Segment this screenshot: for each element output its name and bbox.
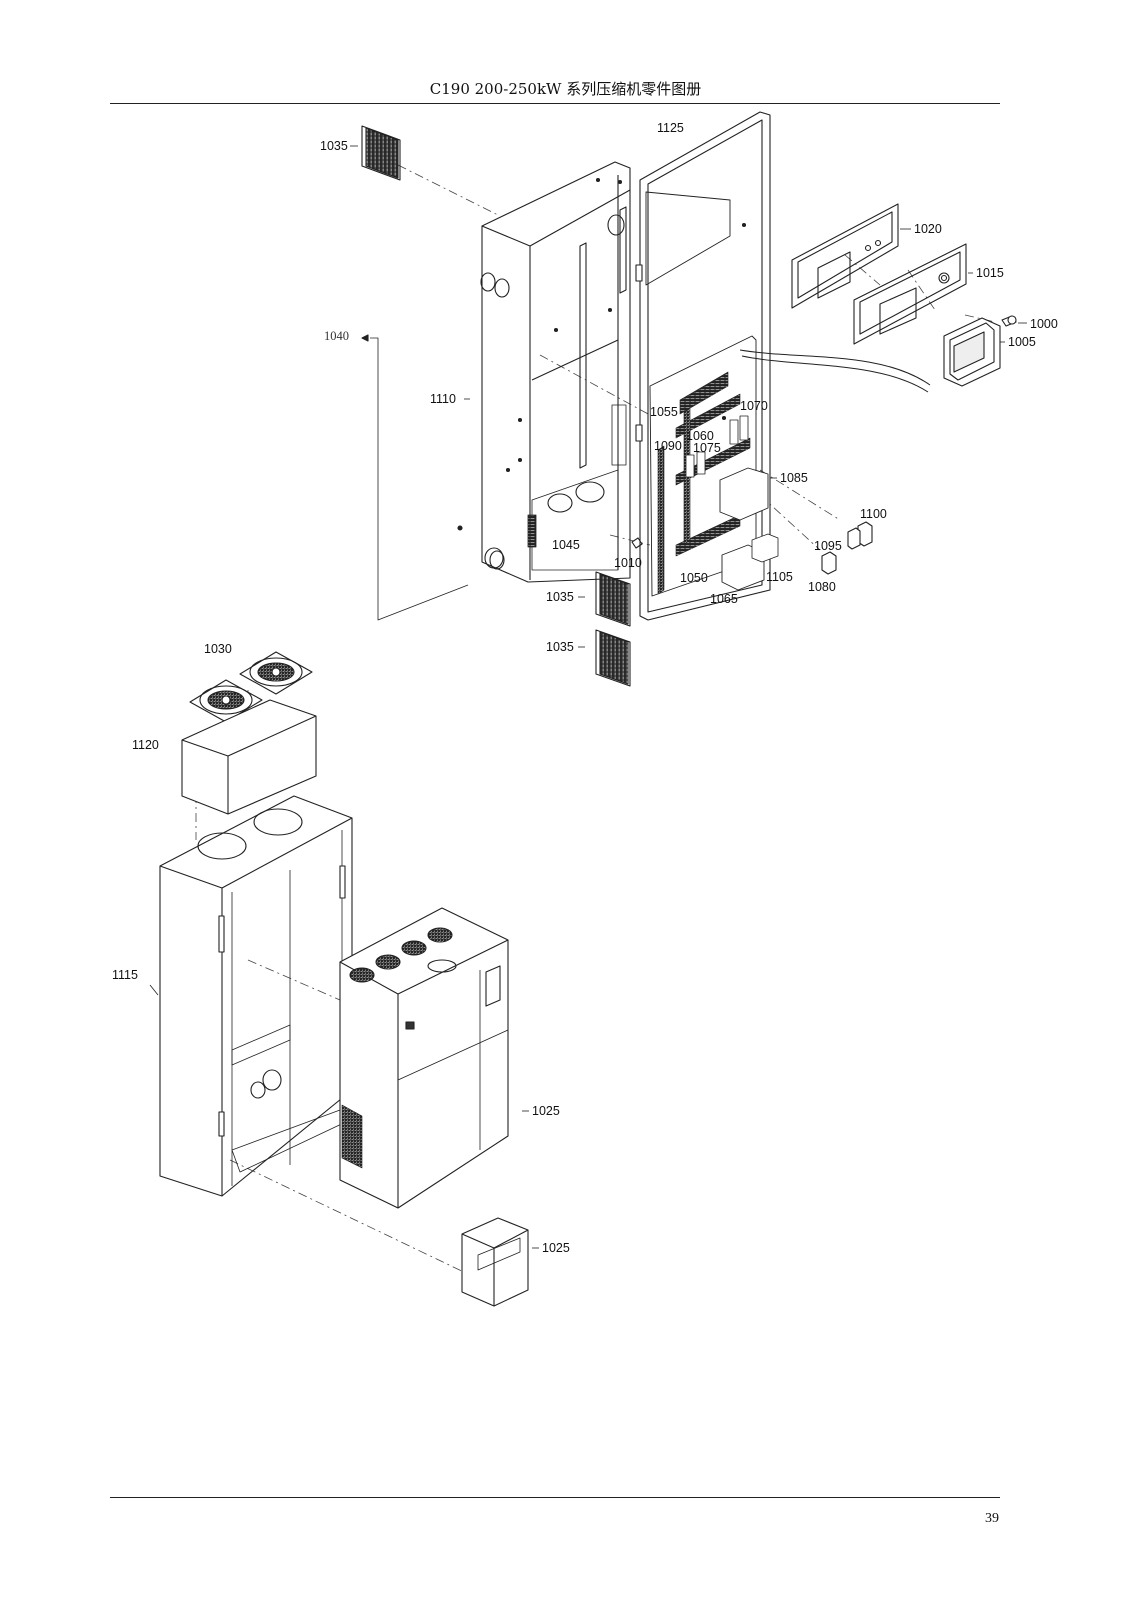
callout-1080: 1080 [808, 580, 836, 594]
callout-1065: 1065 [710, 592, 738, 606]
callout-1085: 1085 [780, 471, 808, 485]
vent-grille-top [361, 125, 401, 181]
page-header-title: C190 200-250kW 系列压缩机零件图册 [429, 80, 702, 98]
callout-1000: 1000 [1030, 317, 1058, 331]
panel-bezel-1015 [853, 243, 967, 345]
header-rule [110, 103, 1000, 104]
callout-1055: 1055 [650, 405, 678, 419]
callout-1100: 1100 [860, 507, 887, 521]
callout-1105: 1105 [766, 570, 793, 584]
callout-1040: 1040 [324, 329, 349, 343]
callout-1020: 1020 [914, 222, 942, 236]
panel-bezel-1020 [791, 203, 899, 309]
callout-1010: 1010 [614, 556, 642, 570]
arrow-head [361, 334, 369, 342]
callout-1090: 1090 [654, 439, 682, 453]
callout-1025-inverter: 1025 [532, 1104, 560, 1118]
fuse-holders [821, 521, 873, 575]
callout-labels: 1035 1125 1020 1015 1000 1005 1040 1110 … [112, 121, 1058, 1255]
vent-grille-bottom [595, 629, 631, 687]
fan-left [189, 679, 263, 723]
reactor-part [461, 1217, 529, 1307]
callout-1050: 1050 [680, 571, 708, 585]
selector-knob [1001, 315, 1017, 327]
callout-1015: 1015 [976, 266, 1004, 280]
callout-1035-bottom: 1035 [546, 640, 574, 654]
callout-1125: 1125 [657, 121, 684, 135]
fan-right [239, 651, 313, 695]
callout-1035-top: 1035 [320, 139, 348, 153]
screw-leader-line [370, 337, 469, 621]
lower-cabinet-frame [159, 795, 353, 1197]
hmi-display [943, 317, 1001, 387]
footer-rule [110, 1497, 1000, 1498]
callout-1045: 1045 [552, 538, 580, 552]
callout-1005: 1005 [1008, 335, 1036, 349]
callout-1025-reactor: 1025 [542, 1241, 570, 1255]
cabinet-door [635, 111, 779, 621]
inverter-unit [339, 907, 509, 1209]
callout-1035-middle: 1035 [546, 590, 574, 604]
vent-grille-middle [595, 571, 631, 627]
callout-1110: 1110 [430, 392, 456, 406]
page-number: 39 [985, 1511, 999, 1526]
callout-1115: 1115 [112, 968, 138, 982]
callout-1120: 1120 [132, 738, 159, 752]
fan-duct-box [181, 699, 317, 815]
cabinet-body [457, 161, 643, 583]
callout-1030: 1030 [204, 642, 232, 656]
callout-1060: 1060 [686, 429, 714, 443]
callout-1075: 1075 [693, 441, 721, 455]
callout-1070: 1070 [740, 399, 768, 413]
callout-1095: 1095 [814, 539, 842, 553]
